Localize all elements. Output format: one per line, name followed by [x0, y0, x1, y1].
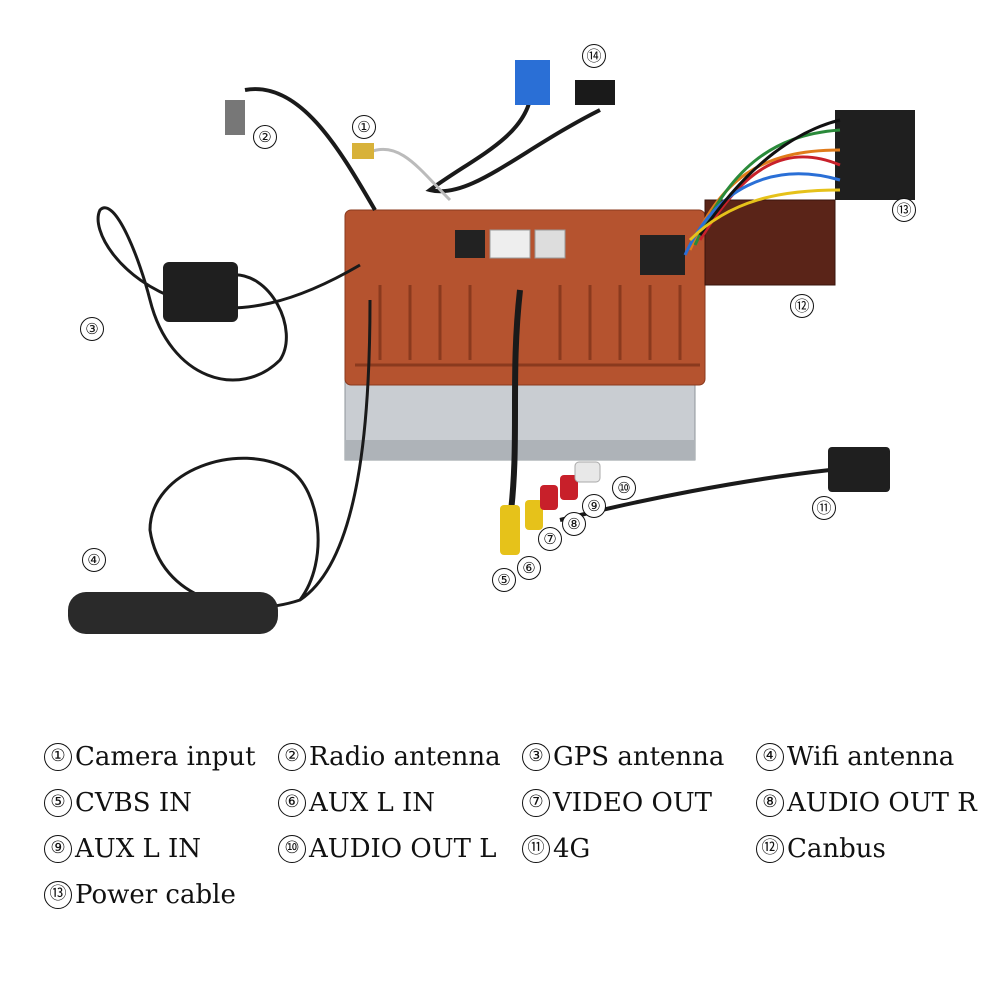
- usb-blue-connector: [515, 60, 550, 105]
- legend-label: Camera input: [75, 742, 256, 772]
- legend-label: VIDEO OUT: [553, 788, 713, 818]
- marker-1: ①: [352, 115, 376, 139]
- legend-item-5: ⑤ CVBS IN: [44, 788, 192, 818]
- harness-wires: [683, 118, 841, 256]
- legend-number: ⑥: [278, 789, 306, 817]
- legend-item-4: ④ Wifi antenna: [756, 742, 954, 772]
- legend-label: CVBS IN: [75, 788, 192, 818]
- marker-8: ⑧: [562, 512, 586, 536]
- legend-item-7: ⑦ VIDEO OUT: [522, 788, 712, 818]
- 4g-antenna-plug: [828, 447, 890, 492]
- legend-number: ⑪: [522, 835, 550, 863]
- heatsink-fins: [355, 285, 700, 367]
- legend-number: ⑤: [44, 789, 72, 817]
- marker-4: ④: [82, 548, 106, 572]
- legend-label: GPS antenna: [553, 742, 725, 772]
- product-photo: ① ② ③ ④ ⑤ ⑥ ⑦ ⑧ ⑨ ⑩ ⑪ ⑫ ⑬ ⑭: [68, 44, 916, 634]
- legend-label: 4G: [553, 834, 591, 864]
- legend-item-12: ⑫ Canbus: [756, 834, 886, 864]
- marker-14: ⑭: [582, 44, 606, 68]
- legend-item-2: ② Radio antenna: [278, 742, 501, 772]
- legend-number: ⑨: [44, 835, 72, 863]
- legend-label: AUDIO OUT L: [309, 834, 497, 864]
- marker-5: ⑤: [492, 568, 516, 592]
- legend-number: ④: [756, 743, 784, 771]
- legend-label: Radio antenna: [309, 742, 501, 772]
- marker-13: ⑬: [892, 198, 916, 222]
- marker-11: ⑪: [812, 496, 836, 520]
- legend-number: ①: [44, 743, 72, 771]
- legend-item-1: ① Camera input: [44, 742, 256, 772]
- legend-label: Canbus: [787, 834, 886, 864]
- legend-number: ⑧: [756, 789, 784, 817]
- camera-rca-plug: [352, 143, 374, 159]
- legend-item-6: ⑥ AUX L IN: [278, 788, 435, 818]
- legend-number: ⑦: [522, 789, 550, 817]
- rca-yellow-plug: [500, 505, 520, 555]
- power-harness-plug: [835, 110, 915, 200]
- marker-3: ③: [80, 317, 104, 341]
- gps-antenna-block: [163, 262, 238, 322]
- radio-antenna-plug: [225, 100, 245, 135]
- legend-item-10: ⑩ AUDIO OUT L: [278, 834, 496, 864]
- marker-10: ⑩: [612, 476, 636, 500]
- marker-12: ⑫: [790, 294, 814, 318]
- legend-label: AUX L IN: [75, 834, 202, 864]
- legend-number: ⑬: [44, 881, 72, 909]
- legend-item-13: ⑬ Power cable: [44, 880, 236, 910]
- legend-number: ⑫: [756, 835, 784, 863]
- heatsink: [344, 209, 706, 386]
- marker-2: ②: [253, 125, 277, 149]
- legend-item-11: ⑪ 4G: [522, 834, 590, 864]
- rca-white-plug: [574, 461, 601, 483]
- legend-label: Wifi antenna: [787, 742, 955, 772]
- rca-red-plug: [540, 485, 558, 510]
- legend-item-8: ⑧ AUDIO OUT R: [756, 788, 977, 818]
- legend-number: ③: [522, 743, 550, 771]
- legend-label: Power cable: [75, 880, 236, 910]
- usb-connector: [575, 80, 615, 105]
- head-unit-illustration: [68, 60, 915, 634]
- callout-legend: ① Camera input ② Radio antenna ③ GPS ant…: [44, 742, 977, 932]
- marker-7: ⑦: [538, 527, 562, 551]
- legend-item-3: ③ GPS antenna: [522, 742, 724, 772]
- legend-label: AUX L IN: [309, 788, 436, 818]
- wifi-antenna-stick: [68, 592, 278, 634]
- legend-item-9: ⑨ AUX L IN: [44, 834, 201, 864]
- legend-label: AUDIO OUT R: [787, 788, 977, 818]
- legend-number: ②: [278, 743, 306, 771]
- marker-6: ⑥: [517, 556, 541, 580]
- legend-number: ⑩: [278, 835, 306, 863]
- marker-9: ⑨: [582, 494, 606, 518]
